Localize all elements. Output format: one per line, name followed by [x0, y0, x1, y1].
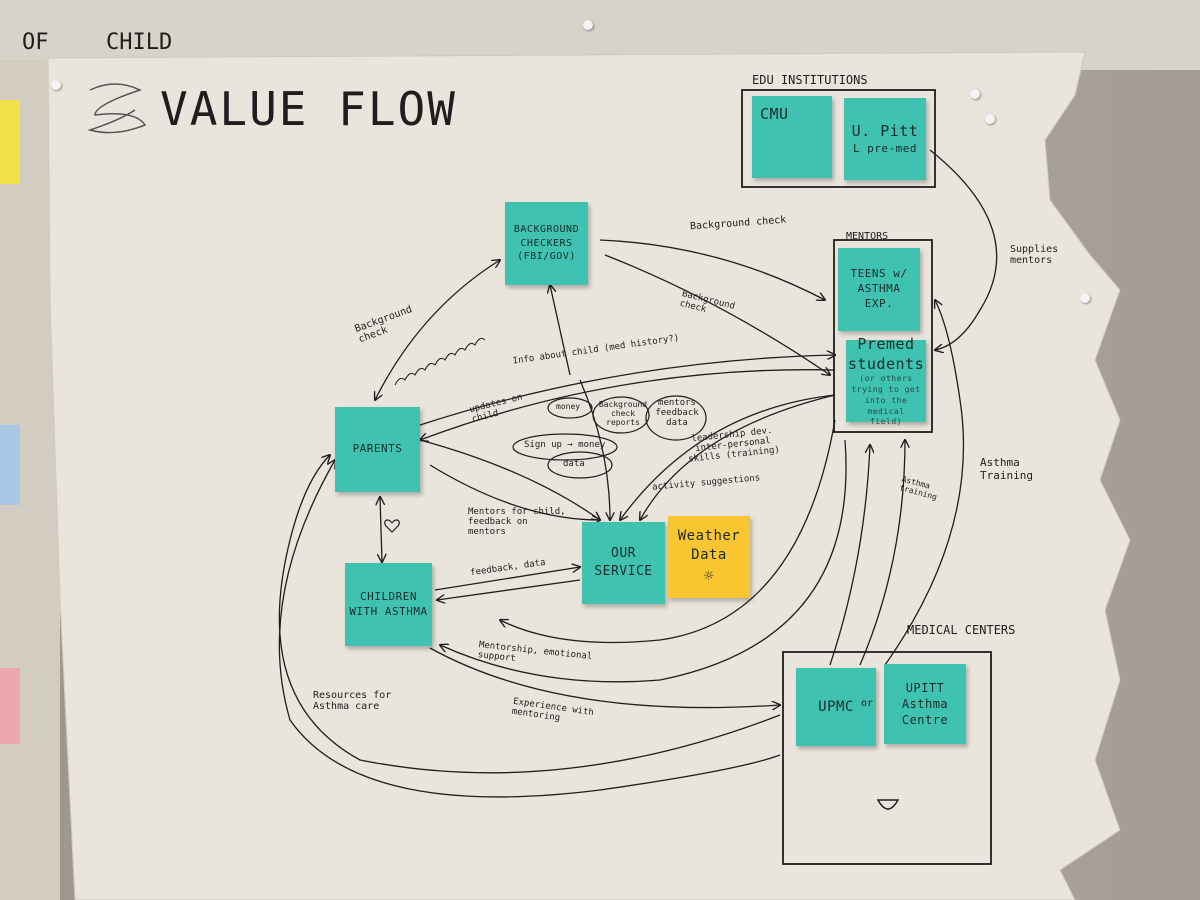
arrow-medical-parents — [278, 460, 781, 798]
edge-label-supplies: Supplies mentors — [1010, 244, 1059, 266]
arrow-parents-children — [380, 497, 382, 562]
arrow-asthma-training — [884, 300, 965, 666]
arrow-service-children — [437, 579, 581, 600]
arrow-mentors-service — [620, 394, 836, 520]
arrow-parents-bg — [375, 260, 500, 400]
scribble-se — [87, 83, 147, 134]
pushpin — [985, 114, 995, 124]
arrow-service-loop — [500, 419, 836, 644]
arrow-mentors-service-2 — [640, 394, 836, 520]
note-our-service: OUR SERVICE — [582, 522, 665, 604]
edge-label-asthma-training: Asthma Training — [980, 456, 1033, 482]
note-weather: Weather Data ☼ — [668, 516, 750, 598]
note-background-checkers: BACKGROUND CHECKERS (FBI/GOV) — [505, 202, 588, 285]
group-label-medical: MEDICAL CENTERS — [907, 623, 1016, 637]
group-label-mentors: MENTORS — [846, 231, 889, 242]
edu-box — [741, 89, 936, 188]
mentors-box — [833, 239, 933, 433]
bubble-data — [547, 451, 613, 479]
top-label-of: OF — [22, 30, 49, 55]
edge-label-bg-reports: Background check reports — [598, 400, 648, 427]
note-upmc: UPMC — [796, 668, 876, 746]
top-label-child: CHILD — [106, 30, 173, 55]
edge-label-mentors-feedback: mentors feedback data — [655, 398, 699, 428]
arrow-bg-service — [579, 379, 610, 520]
pushpin — [1080, 293, 1090, 303]
note-upitt-label: U. Pitt — [851, 122, 919, 141]
note-upitt-asthma-label: UPITT Asthma Centre — [901, 680, 949, 728]
edge-label-data: data — [563, 459, 585, 469]
paper-sheet — [47, 51, 1131, 900]
note-premed-label: Premed students — [847, 334, 925, 374]
arrow-bg-to-teens — [599, 239, 825, 300]
arrow-children-service — [434, 567, 580, 591]
arrow-parents-loop — [278, 455, 781, 774]
group-label-edu: EDU INSTITUTIONS — [752, 73, 868, 87]
pushpin — [583, 20, 593, 30]
edge-sticky-pink — [0, 668, 20, 744]
note-teens-label: TEENS w/ ASTHMA EXP. — [850, 267, 908, 310]
bubble-signup — [512, 433, 618, 461]
arrow-service-premed — [419, 355, 835, 426]
note-background-label: BACKGROUND CHECKERS (FBI/GOV) — [513, 224, 580, 263]
note-children: CHILDREN WITH ASTHMA — [345, 563, 432, 646]
pushpin — [51, 80, 61, 90]
note-cmu: CMU — [752, 96, 832, 178]
note-upmc-label: UPMC — [818, 698, 854, 715]
wavy-line — [394, 337, 486, 386]
edge-label-mentors-child: Mentors for child, feedback on mentors — [468, 507, 566, 537]
note-upitt-sub: L pre-med — [852, 141, 918, 155]
medical-box — [782, 651, 992, 865]
pushpin — [970, 89, 980, 99]
edge-sticky-yellow — [0, 100, 20, 184]
arrow-parents-service-2 — [429, 464, 600, 520]
note-teens: TEENS w/ ASTHMA EXP. — [838, 248, 920, 331]
edge-label-money: money — [556, 402, 581, 411]
arrow-service-bg — [550, 285, 571, 376]
note-cmu-label: CMU — [760, 105, 789, 123]
page-title: VALUE FLOW — [160, 82, 457, 136]
edge-label-signup: Sign up → money — [524, 440, 606, 450]
note-upitt-asthma: UPITT Asthma Centre — [884, 664, 966, 744]
arrow-updates-parents — [420, 369, 836, 440]
arrow-medical-teens — [829, 445, 870, 666]
note-upitt: U. Pitt L pre-med — [844, 98, 926, 180]
note-premed-sub: (or others trying to get into the medica… — [851, 374, 921, 427]
flow-arrows — [278, 149, 998, 798]
bubble-mentors-feedback — [645, 395, 707, 441]
note-service-label: OUR SERVICE — [594, 546, 653, 579]
note-premed: Premed students (or others trying to get… — [846, 335, 926, 426]
bubble-bg-reports — [592, 396, 650, 434]
arrow-children-medical — [429, 647, 780, 708]
note-weather-label: Weather Data — [677, 528, 741, 564]
bubble-money — [547, 397, 593, 419]
edge-sticky-blue — [0, 425, 20, 505]
heart-icon — [384, 519, 400, 533]
sun-icon: ☼ — [703, 566, 715, 586]
note-parents-label: PARENTS — [352, 442, 403, 456]
arrow-medical-premed — [859, 440, 905, 666]
or-label: or — [861, 698, 874, 709]
smile-icon — [876, 799, 900, 810]
arrow-parents-service — [419, 439, 600, 520]
note-parents: PARENTS — [335, 407, 420, 492]
note-children-label: CHILDREN WITH ASTHMA — [349, 589, 428, 618]
edge-label-resources: Resources for Asthma care — [313, 690, 392, 712]
arrow-edu-to-mentors — [929, 149, 998, 350]
arrow-mentors-children — [440, 439, 847, 683]
